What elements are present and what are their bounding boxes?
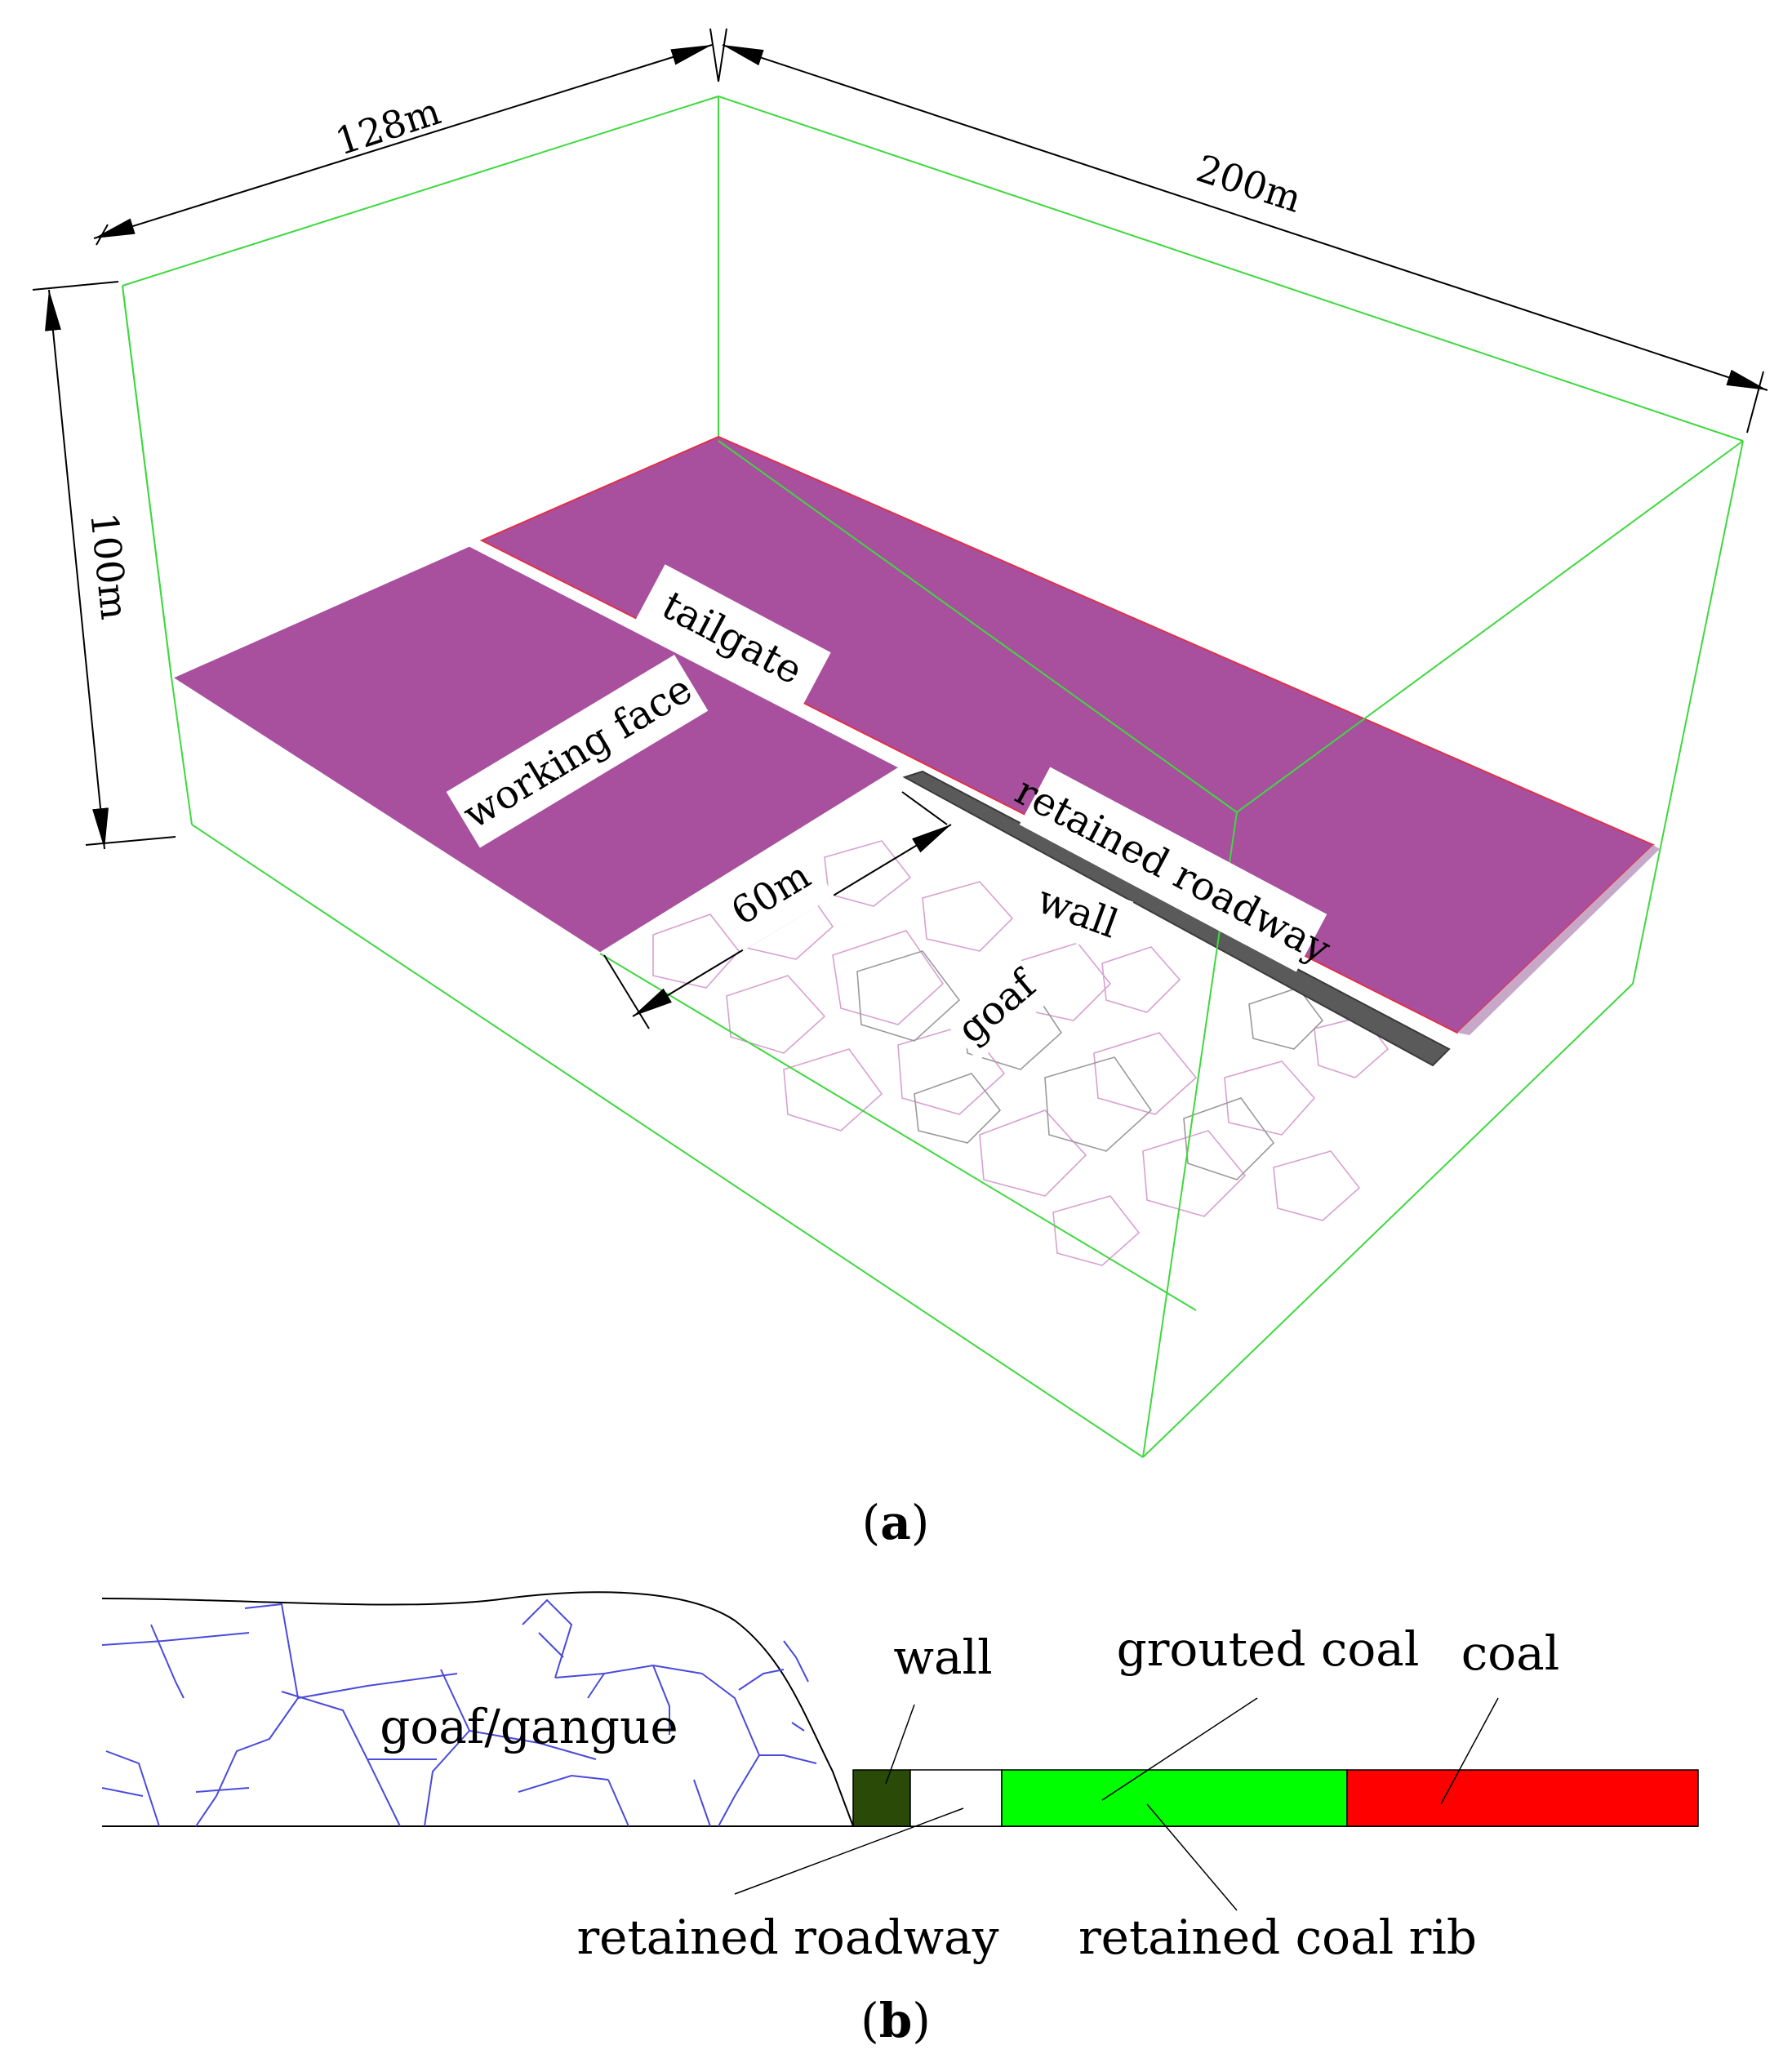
dim-128-text: 128m	[330, 89, 446, 164]
dimension-128m: 128m	[93, 28, 719, 246]
caption-b: (b)	[860, 1993, 931, 2048]
wall-block	[852, 1769, 911, 1827]
label-grouted-coal: grouted coal	[1117, 1621, 1420, 1677]
leader-lines	[734, 1697, 1499, 1911]
label-coal: coal	[1461, 1625, 1560, 1681]
label-retained-coal-rib: retained coal rib	[1078, 1910, 1477, 1965]
grouted-coal-block	[1001, 1769, 1348, 1827]
caption-a: (a)	[862, 1495, 930, 1550]
panel-a: 128m 200m 100m 60m tailgate	[32, 28, 1768, 1550]
gangue-outline	[101, 1591, 854, 1827]
coal-block	[1346, 1769, 1699, 1827]
label-retained-roadway-b: retained roadway	[576, 1910, 998, 1965]
dimension-200m: 200m	[718, 28, 1768, 433]
dim-200-text: 200m	[1191, 146, 1307, 221]
retained-roadway-block	[909, 1769, 1003, 1827]
label-wall-b: wall	[893, 1630, 992, 1685]
coal-panel-edge	[1457, 845, 1660, 1035]
dimension-100m: 100m	[32, 281, 176, 850]
panel-b: goaf/gangue wall grouted coal coal retai…	[101, 1591, 1699, 2048]
wall-strip	[902, 770, 1451, 1067]
dim-100-text: 100m	[82, 510, 136, 621]
label-goaf-gangue: goaf/gangue	[380, 1699, 678, 1754]
gangue-blocks	[101, 1598, 817, 1827]
